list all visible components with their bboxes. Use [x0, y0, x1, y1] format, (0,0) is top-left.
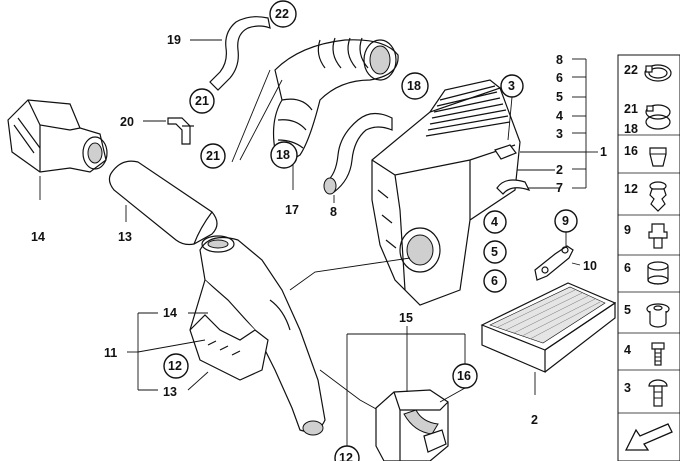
bushing-icon	[648, 223, 668, 249]
callout-5-circle	[483, 240, 507, 264]
callout-18-lower: 18	[276, 148, 290, 162]
label-11: 11	[104, 346, 117, 360]
callout-5: 5	[491, 245, 498, 259]
intake-bellows-hose	[272, 37, 399, 160]
callout-18-upper-circle	[401, 72, 429, 100]
label-7: 7	[556, 181, 563, 195]
callout-6-circle	[483, 269, 507, 293]
side-label-22: 22	[624, 63, 638, 77]
vent-hose	[209, 16, 271, 91]
label-10: 10	[583, 259, 597, 273]
breather-hose	[323, 112, 393, 195]
label-19: 19	[167, 33, 181, 47]
label-13-top: 13	[118, 230, 132, 244]
callout-18-upper: 18	[407, 79, 421, 93]
callout-16: 16	[457, 369, 471, 383]
grommet-icon	[649, 147, 667, 167]
orientation-arrow-icon	[624, 423, 673, 451]
side-label-4: 4	[624, 343, 631, 357]
callout-12-left: 12	[168, 359, 182, 373]
side-label-16: 16	[624, 144, 638, 158]
lower-intake-duct	[189, 235, 326, 436]
callout-bracket-15	[346, 326, 466, 447]
label-13-bottom: 13	[163, 385, 177, 399]
screw-icon	[648, 379, 668, 407]
label-2-top: 2	[556, 163, 563, 177]
mounting-bracket	[534, 245, 574, 281]
callout-4: 4	[491, 215, 498, 229]
label-8-hose: 8	[330, 205, 337, 219]
callout-21-lower-circle	[200, 143, 226, 169]
label-14-bottom: 14	[163, 306, 177, 320]
side-label-5: 5	[624, 303, 631, 317]
hose-clamp-icon	[645, 104, 671, 130]
side-label-12: 12	[624, 182, 638, 196]
label-3-top: 3	[556, 127, 563, 141]
air-filter-element	[480, 282, 617, 373]
callout-16-circle	[452, 363, 478, 389]
grommet-nut-icon	[646, 303, 670, 328]
label-20: 20	[120, 115, 134, 129]
air-filter-housing	[371, 79, 521, 306]
callout-12-bottom-circle	[334, 445, 360, 461]
callout-bracket-left	[127, 312, 209, 391]
side-label-6: 6	[624, 261, 631, 275]
callout-6: 6	[491, 274, 498, 288]
callout-bracket-right	[512, 58, 598, 189]
callout-9: 9	[562, 214, 569, 228]
callout-3: 3	[508, 79, 515, 93]
hose-connector	[167, 117, 194, 145]
callout-21-upper: 21	[195, 94, 209, 108]
label-15: 15	[399, 311, 413, 325]
bolt-icon	[651, 342, 665, 366]
label-4-top: 4	[556, 109, 563, 123]
callout-22: 22	[275, 7, 289, 21]
label-8-top: 8	[556, 53, 563, 67]
resonator-box	[375, 389, 449, 461]
callout-22-circle	[269, 0, 297, 28]
callout-4-circle	[483, 210, 507, 234]
intake-resonator	[7, 99, 108, 173]
label-14-top: 14	[31, 230, 45, 244]
label-6-top: 6	[556, 71, 563, 85]
side-label-18: 18	[624, 122, 638, 136]
intake-duct	[108, 160, 218, 246]
label-1: 1	[600, 145, 607, 159]
side-label-9: 9	[624, 223, 631, 237]
callout-12-bottom: 12	[339, 451, 353, 461]
label-5-top: 5	[556, 90, 563, 104]
callout-12-left-circle	[163, 353, 189, 379]
side-panel: 22 21 18 16 12 9 6 5 4 3	[617, 54, 680, 461]
callout-18-lower-circle	[270, 141, 298, 169]
push-clip-icon	[649, 181, 667, 212]
callout-21-upper-circle	[189, 88, 215, 114]
rubber-mount-icon	[647, 261, 669, 285]
side-label-21: 21	[624, 102, 638, 116]
side-label-3: 3	[624, 381, 631, 395]
label-2-bottom: 2	[531, 413, 538, 427]
retaining-bracket	[496, 179, 531, 195]
hose-clamp-large-icon	[644, 64, 672, 82]
callout-21-lower: 21	[206, 149, 220, 163]
label-17: 17	[285, 203, 299, 217]
